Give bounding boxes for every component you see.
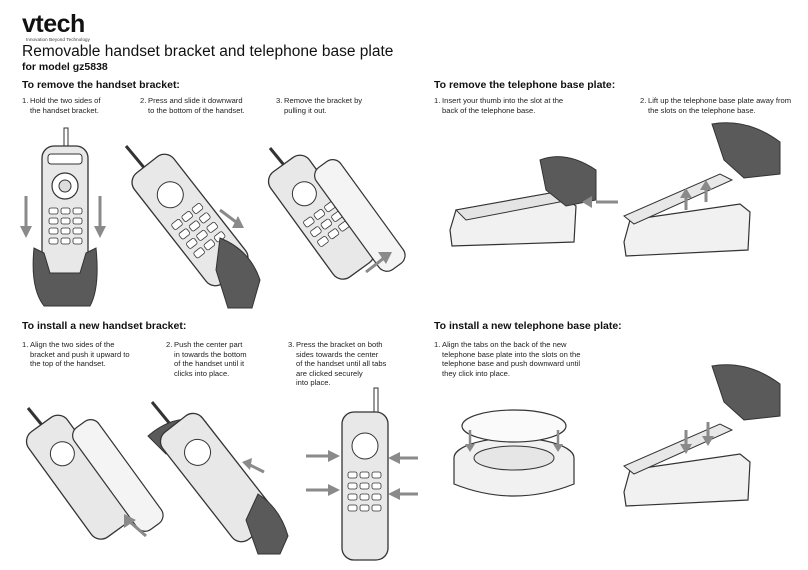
remove-plate-step-1: 1.Insert your thumb into the slot at the… <box>434 96 564 115</box>
illustration-pull-bracket <box>267 147 406 280</box>
remove-bracket-step-1: 1.Hold the two sides of the handset brac… <box>22 96 101 115</box>
illustration-thumb-slot <box>449 156 618 247</box>
heading-install-plate: To install a new telephone base plate: <box>434 320 622 332</box>
illustration-align-bracket <box>25 407 164 540</box>
illustration-push-center <box>147 401 289 555</box>
illustration-hold-bracket <box>20 127 106 307</box>
install-bracket-step-1: 1.Align the two sides of the bracket and… <box>22 340 130 369</box>
page-title: Removable handset bracket and telephone … <box>22 43 394 60</box>
install-bracket-step-3: 3.Press the bracket on both sides toward… <box>288 340 387 388</box>
remove-plate-step-2: 2.Lift up the telephone base plate away … <box>640 96 792 115</box>
illustration-base-top <box>453 409 575 497</box>
illustration-slide-bracket <box>124 145 261 309</box>
heading-remove-plate: To remove the telephone base plate: <box>434 79 616 91</box>
logo-tagline: Innovation Beyond Technology <box>26 37 91 42</box>
install-plate-step-1: 1.Align the tabs on the back of the new … <box>434 340 581 378</box>
remove-bracket-step-2: 2.Press and slide it downward to the bot… <box>140 96 245 115</box>
heading-install-bracket: To install a new handset bracket: <box>22 320 187 332</box>
heading-remove-bracket: To remove the handset bracket: <box>22 79 180 91</box>
illustration-lift-plate <box>623 122 781 257</box>
page-subtitle: for model gz5838 <box>22 61 108 73</box>
vtech-logo: vtech <box>22 10 85 38</box>
illustration-press-sides <box>306 387 418 561</box>
install-bracket-step-2: 2.Push the center part in towards the bo… <box>166 340 247 378</box>
remove-bracket-step-3: 3.Remove the bracket by pulling it out. <box>276 96 363 115</box>
illustration-push-plate <box>623 364 781 507</box>
